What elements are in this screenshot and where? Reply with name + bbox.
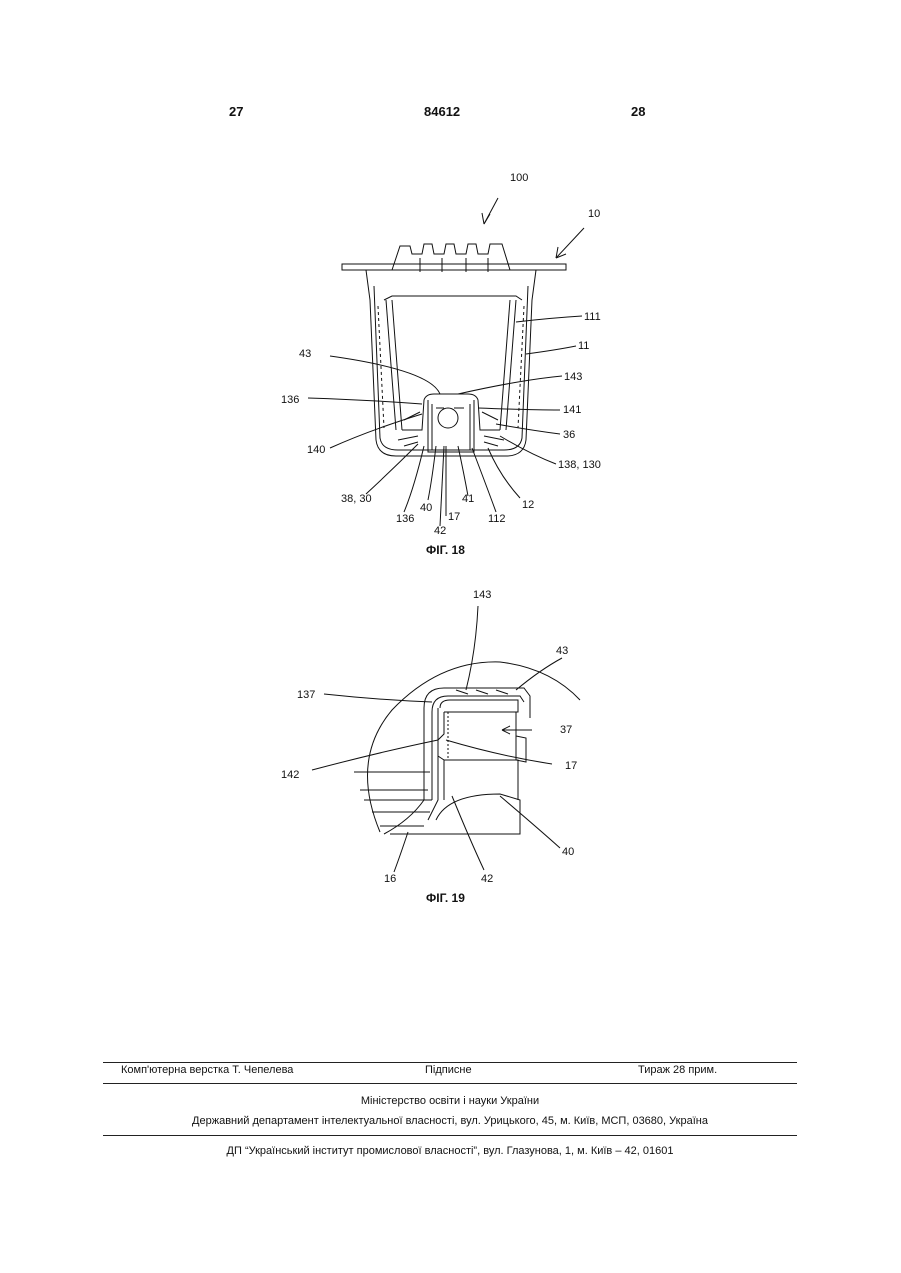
patent-drawings: 100 10 111 11 43 143 136 141 36 140 138,… [0,0,901,1000]
fig18-label-43: 43 [299,348,311,360]
fig19-label-42: 42 [481,873,493,885]
fig18-label-143: 143 [564,371,582,383]
fig18-label-12: 12 [522,499,534,511]
fig18-caption: ФІГ. 18 [426,543,465,557]
fig19-label-40: 40 [562,846,574,858]
fig18-label-112: 112 [488,513,506,525]
fig18-label-42: 42 [434,525,446,537]
fig18-label-136-upper: 136 [281,394,299,406]
footer-circulation: Тираж 28 прим. [638,1064,717,1076]
fig18-label-11: 11 [578,340,589,352]
fig19-caption: ФІГ. 19 [426,891,465,905]
fig18-label-41: 41 [462,493,474,505]
fig18-label-40: 40 [420,502,432,514]
fig19-label-16: 16 [384,873,396,885]
fig19-label-143: 143 [473,589,491,601]
fig18-label-10: 10 [588,208,600,220]
footer-rule-bottom [103,1135,797,1136]
fig19-label-17: 17 [565,760,577,772]
footer-ministry: Міністерство освіти і науки України [103,1095,797,1107]
footer-department: Державний департамент інтелектуальної вл… [103,1115,797,1127]
footer-rule-middle [103,1083,797,1084]
footer-rule-top [103,1062,797,1063]
footer-institute: ДП “Український інститут промислової вла… [103,1145,797,1157]
fig19-label-43: 43 [556,645,568,657]
fig18-label-138-130: 138, 130 [558,459,601,471]
fig18-label-136-lower: 136 [396,513,414,525]
fig18-label-141: 141 [563,404,581,416]
fig18-label-140: 140 [307,444,325,456]
fig18-label-38-30: 38, 30 [341,493,372,505]
fig19-drawing [312,606,580,872]
footer-signed: Підписне [425,1064,472,1076]
fig19-label-142: 142 [281,769,299,781]
fig19-label-137: 137 [297,689,315,701]
footer-layout-credit: Комп'ютерна верстка Т. Чепелева [121,1064,293,1076]
fig19-label-37: 37 [560,724,572,736]
fig18-label-111: 111 [584,311,601,323]
fig18-label-36: 36 [563,429,575,441]
fig18-drawing [308,198,584,526]
fig18-label-17: 17 [448,511,460,523]
fig18-label-100: 100 [510,172,528,184]
